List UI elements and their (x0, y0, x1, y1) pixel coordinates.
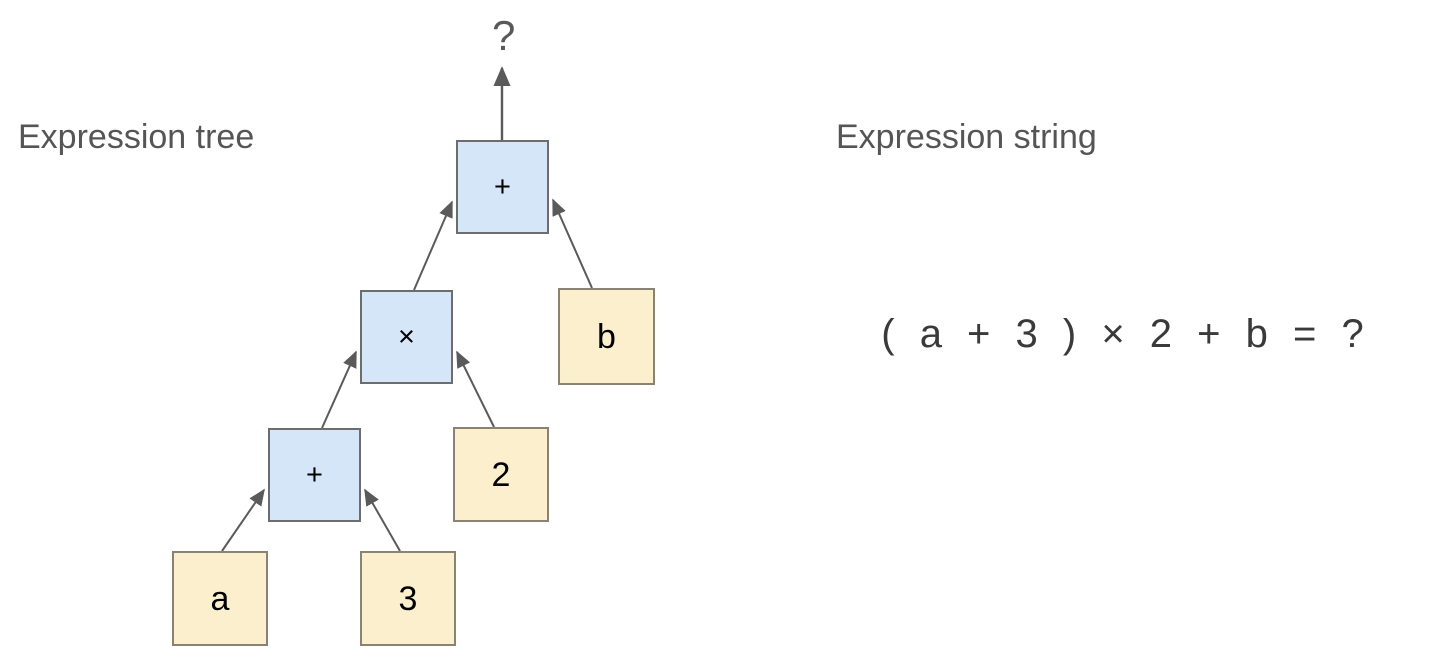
tree-node-label: 3 (398, 579, 418, 618)
expression-string-text: ( a + 3 ) × 2 + b = ? (881, 312, 1371, 356)
tree-node-leaf-a[interactable]: a (172, 551, 268, 646)
tree-node-inner-plus[interactable]: + (268, 428, 361, 522)
tree-node-label: + (306, 458, 323, 491)
expression-string-title: Expression string (836, 118, 1097, 156)
tree-node-label: × (398, 320, 415, 353)
tree-node-label: 2 (491, 455, 511, 494)
edge-times-to-root (413, 200, 453, 291)
tree-node-label: + (494, 170, 511, 203)
tree-node-leaf-b[interactable]: b (558, 288, 655, 385)
edge-innerplus-to-times (321, 350, 357, 429)
edge-a-to-innerplus (221, 488, 265, 552)
edge-2-to-times (456, 350, 495, 428)
edge-b-to-root (552, 198, 593, 289)
tree-node-root-plus[interactable]: + (456, 140, 549, 234)
tree-node-leaf-3[interactable]: 3 (360, 551, 456, 646)
tree-node-label: b (597, 317, 616, 356)
expression-tree-title: Expression tree (18, 118, 255, 156)
edge-3-to-innerplus (364, 488, 401, 552)
tree-node-label: a (210, 579, 230, 618)
root-output-question-mark: ? (492, 12, 516, 59)
tree-node-leaf-2[interactable]: 2 (453, 427, 549, 522)
tree-node-times[interactable]: × (360, 290, 453, 384)
